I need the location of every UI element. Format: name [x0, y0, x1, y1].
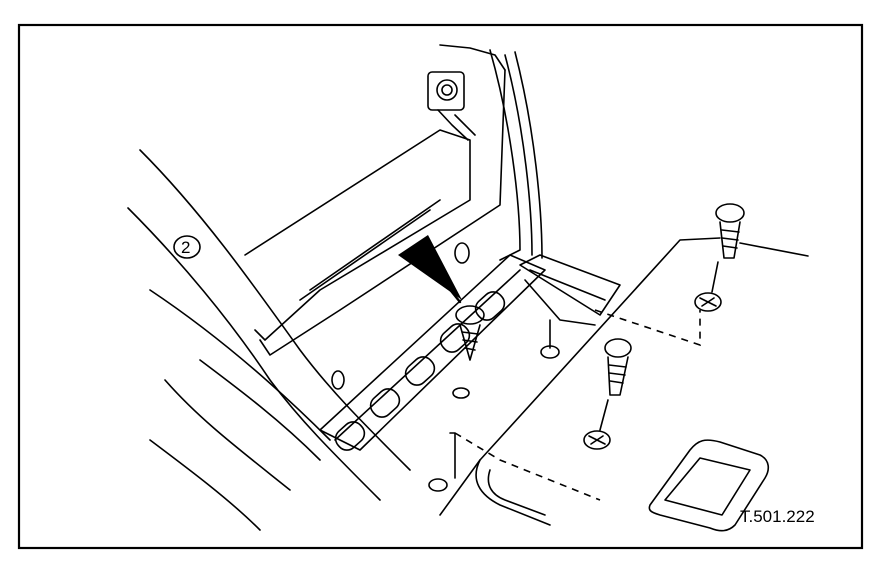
part-callout-marker: 2 — [173, 235, 201, 259]
diagram-frame — [17, 23, 864, 550]
lower-door-panel — [428, 237, 721, 526]
indicator-arrow — [398, 235, 462, 304]
handle-recess — [648, 439, 770, 532]
upper-right-screw — [694, 203, 809, 312]
lower-right-screw — [583, 338, 632, 450]
callout-number: 2 — [181, 238, 190, 257]
hinge-screw — [455, 305, 485, 361]
figure-reference-label: T.501.222 — [740, 507, 815, 526]
body-panel-lines — [127, 149, 411, 531]
latch-bracket — [427, 71, 476, 141]
hinge-assembly — [319, 242, 546, 451]
door-frame — [244, 44, 543, 356]
